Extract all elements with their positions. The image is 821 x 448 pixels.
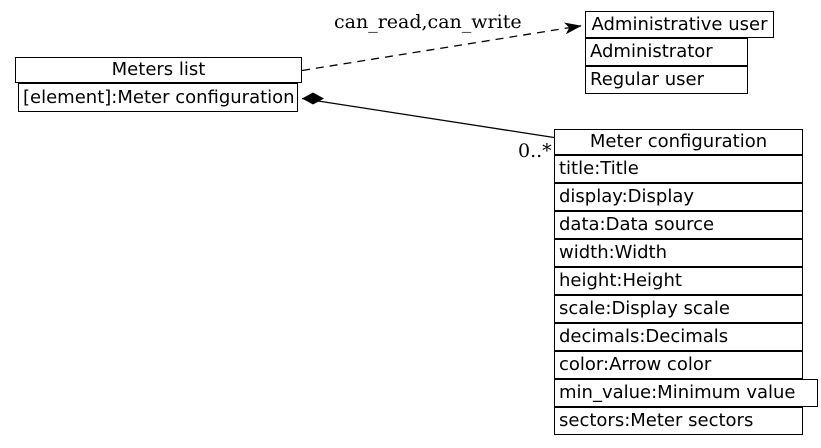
attribute-row: min_value:Minimum value	[554, 379, 818, 407]
edge-label-multiplicity: 0..*	[518, 140, 552, 162]
edge-label-permissions: can_read,can_write	[334, 11, 522, 33]
node-meters-list-title: Meters list	[15, 57, 302, 83]
composition-diamond-icon	[302, 92, 324, 105]
attribute-row: title:Title	[554, 155, 803, 183]
attribute-row: [element]:Meter configuration	[18, 83, 298, 112]
attribute-row: Administrator	[585, 38, 748, 66]
attribute-row: width:Width	[554, 239, 803, 267]
attribute-row: color:Arrow color	[554, 351, 803, 379]
attribute-row: display:Display	[554, 183, 803, 211]
node-meter-configuration-title: Meter configuration	[554, 129, 803, 155]
node-administrative-user-title: Administrative user	[585, 11, 774, 38]
solid-edge-composition	[301, 97, 555, 139]
attribute-row: height:Height	[554, 267, 803, 295]
attribute-row: Regular user	[585, 66, 748, 94]
attribute-row: scale:Display scale	[554, 295, 803, 323]
attribute-row: data:Data source	[554, 211, 803, 239]
attribute-row: decimals:Decimals	[554, 323, 803, 351]
attribute-row: sectors:Meter sectors	[554, 407, 803, 435]
